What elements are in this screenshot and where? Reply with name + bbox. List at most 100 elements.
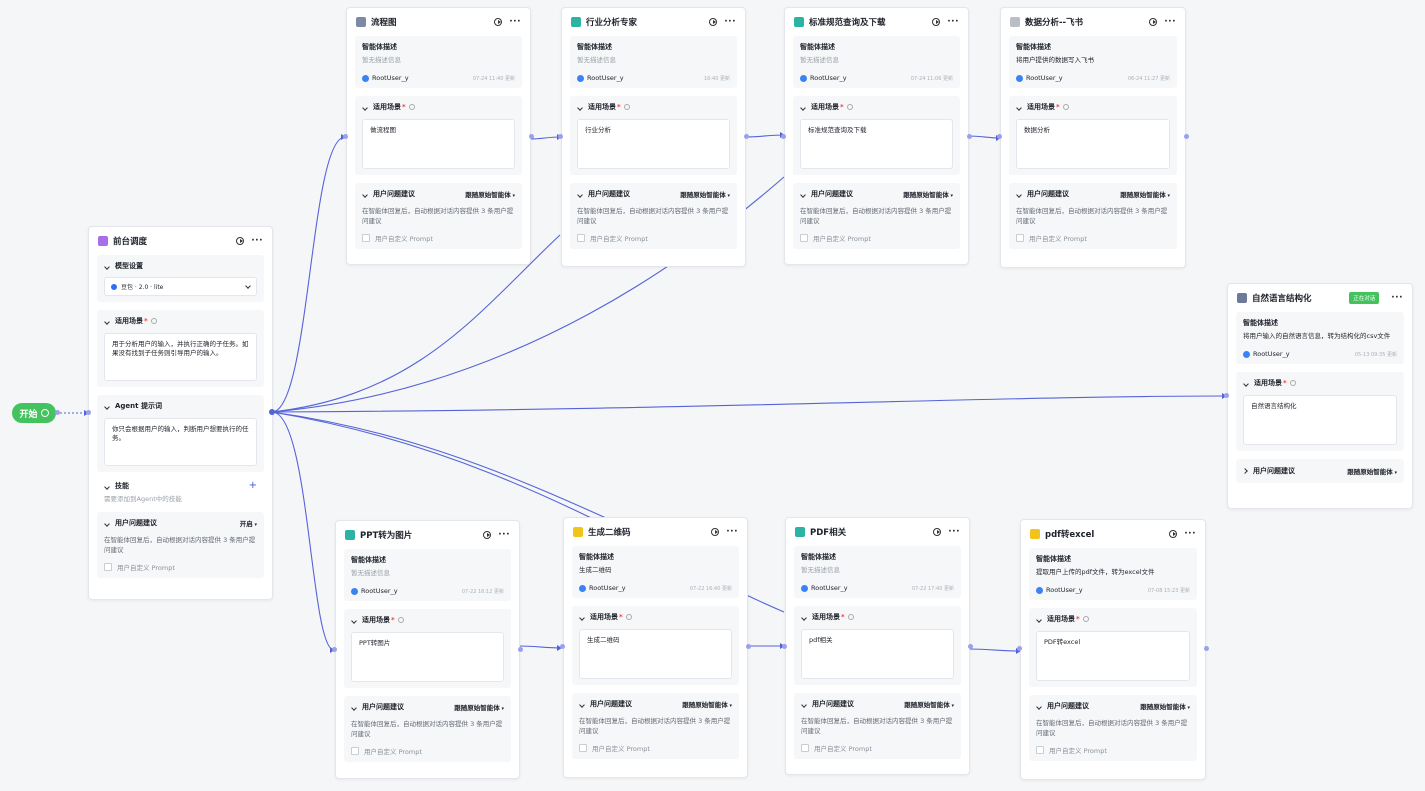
suggest-select[interactable]: 跟随原始智能体 (1140, 701, 1190, 711)
chevron-down-icon[interactable] (351, 705, 357, 711)
chevron-down-icon[interactable] (579, 702, 585, 708)
scene-input[interactable]: 自然语言结构化 (1243, 395, 1397, 446)
suggest-select[interactable]: 开启 (240, 518, 257, 528)
more-icon[interactable]: ··· (1164, 16, 1176, 27)
agent-input-port[interactable] (781, 134, 786, 139)
run-icon[interactable] (483, 531, 492, 539)
scene-input[interactable]: 生成二维码 (579, 629, 732, 680)
agent-output-port[interactable] (518, 647, 523, 652)
prompt-input[interactable]: 你只会根据用户的输入，判断用户想要执行的任务。 (104, 418, 257, 466)
start-node[interactable]: 开始 (12, 403, 56, 423)
suggest-select[interactable]: 跟随原始智能体 (680, 189, 730, 199)
chevron-down-icon[interactable] (104, 521, 110, 527)
suggest-select[interactable]: 跟随原始智能体 (682, 699, 732, 709)
chevron-down-icon[interactable] (362, 105, 368, 111)
chevron-down-icon[interactable] (104, 483, 110, 490)
model-select[interactable]: 豆包 · 2.0 · lite (104, 277, 257, 296)
suggest-select[interactable]: 跟随原始智能体 (465, 189, 515, 199)
agent-input-port[interactable] (332, 647, 337, 652)
coordinator-node[interactable]: 前台调度 ··· 模型设置 豆包 · 2.0 · lite 适用场景* 用于分析… (88, 226, 273, 600)
custom-prompt-checkbox[interactable] (1016, 233, 1024, 242)
more-icon[interactable]: ··· (947, 16, 959, 27)
run-icon[interactable] (1169, 530, 1178, 538)
custom-prompt-checkbox[interactable] (577, 233, 585, 242)
agent-node[interactable]: pdf转excel ··· 智能体描述 提取用户上传的pdf文件，转为excel… (1020, 519, 1206, 780)
run-icon[interactable] (236, 237, 245, 245)
agent-input-port[interactable] (1017, 646, 1022, 651)
agent-node-nlp[interactable]: 自然语言结构化 正在对话 ··· 智能体描述 将用户输入的自然语言信息，转为结构… (1227, 283, 1413, 509)
start-output-port[interactable] (55, 410, 60, 415)
custom-prompt-checkbox[interactable] (800, 233, 808, 242)
agent-output-port[interactable] (968, 644, 973, 649)
coordinator-output-port[interactable] (269, 409, 275, 415)
suggest-select[interactable]: 跟随原始智能体 (903, 189, 953, 199)
suggest-select[interactable]: 跟随原始智能体 (904, 699, 954, 709)
run-icon[interactable] (1149, 18, 1158, 26)
agent-input-port[interactable] (558, 134, 563, 139)
chevron-down-icon[interactable] (579, 615, 585, 621)
agent-input-port[interactable] (782, 644, 787, 649)
agent-input-port[interactable] (560, 644, 565, 649)
more-icon[interactable]: ··· (1184, 528, 1196, 539)
chevron-down-icon[interactable] (577, 105, 583, 111)
run-icon[interactable] (709, 18, 718, 26)
custom-prompt-checkbox[interactable] (801, 743, 809, 752)
start-settings-icon[interactable] (40, 409, 49, 417)
chevron-down-icon[interactable] (800, 105, 806, 111)
agent-output-port[interactable] (744, 134, 749, 139)
agent-input-port[interactable] (997, 134, 1002, 139)
scene-input[interactable]: 标准规范查询及下载 (800, 119, 953, 170)
run-icon[interactable] (933, 528, 942, 536)
chevron-down-icon[interactable] (800, 192, 806, 198)
run-icon[interactable] (711, 528, 720, 536)
custom-prompt-checkbox[interactable] (579, 743, 587, 752)
scene-input[interactable]: 数据分析 (1016, 119, 1170, 170)
chevron-down-icon[interactable] (1036, 704, 1042, 710)
agent-output-port[interactable] (529, 134, 534, 139)
run-icon[interactable] (932, 18, 941, 26)
more-icon[interactable]: ··· (498, 529, 510, 540)
chevron-down-icon[interactable] (351, 618, 357, 624)
chevron-down-icon[interactable] (104, 404, 110, 410)
chevron-right-icon[interactable] (1242, 468, 1248, 474)
more-icon[interactable]: ··· (948, 526, 960, 537)
custom-prompt-checkbox[interactable] (362, 233, 370, 242)
chevron-down-icon[interactable] (104, 264, 110, 270)
chevron-down-icon[interactable] (801, 615, 807, 621)
suggest-select[interactable]: 跟随原始智能体 (1347, 466, 1397, 476)
run-icon[interactable] (494, 18, 503, 26)
chevron-down-icon[interactable] (801, 702, 807, 708)
suggest-select[interactable]: 跟随原始智能体 (1120, 189, 1170, 199)
agent-output-port[interactable] (1184, 134, 1189, 139)
scene-input[interactable]: PPT转图片 (351, 632, 504, 683)
chevron-down-icon[interactable] (577, 192, 583, 198)
chevron-down-icon[interactable] (1016, 105, 1022, 111)
coordinator-input-port[interactable] (86, 410, 91, 415)
agent-output-port[interactable] (967, 134, 972, 139)
custom-prompt-checkbox[interactable] (351, 746, 359, 755)
scene-input[interactable]: 做流程图 (362, 119, 515, 170)
custom-prompt-checkbox[interactable] (104, 562, 112, 571)
agent-node[interactable]: 数据分析--飞书 ··· 智能体描述 将用户提供的数据写入飞书 RootUser… (1000, 7, 1186, 268)
agent-input-port[interactable] (1224, 393, 1229, 398)
add-skill-button[interactable]: + (248, 480, 257, 491)
agent-input-port[interactable] (343, 134, 348, 139)
chevron-down-icon[interactable] (1243, 381, 1249, 387)
more-icon[interactable]: ··· (509, 16, 521, 27)
more-icon[interactable]: ··· (726, 526, 738, 537)
custom-prompt-checkbox[interactable] (1036, 745, 1044, 754)
chevron-down-icon[interactable] (1016, 192, 1022, 198)
more-icon[interactable]: ··· (251, 235, 263, 246)
agent-output-port[interactable] (1204, 646, 1209, 651)
suggest-select[interactable]: 跟随原始智能体 (454, 702, 504, 712)
scene-input[interactable]: pdf相关 (801, 629, 954, 680)
scene-input[interactable]: 行业分析 (577, 119, 730, 170)
more-icon[interactable]: ··· (1391, 292, 1403, 303)
agent-output-port[interactable] (746, 644, 751, 649)
